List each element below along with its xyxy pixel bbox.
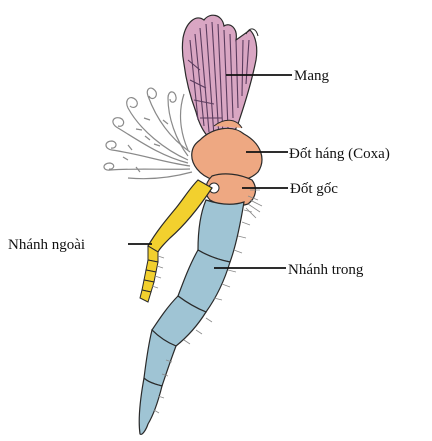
- gill-label: Mang: [294, 68, 329, 84]
- endopod-label: Nhánh trong: [288, 262, 364, 278]
- exopod-label: Nhánh ngoài: [8, 237, 85, 253]
- coxa-label: Đốt háng (Coxa): [289, 146, 390, 162]
- plumose-setae: [104, 88, 192, 179]
- basis-label: Đốt gốc: [290, 181, 338, 197]
